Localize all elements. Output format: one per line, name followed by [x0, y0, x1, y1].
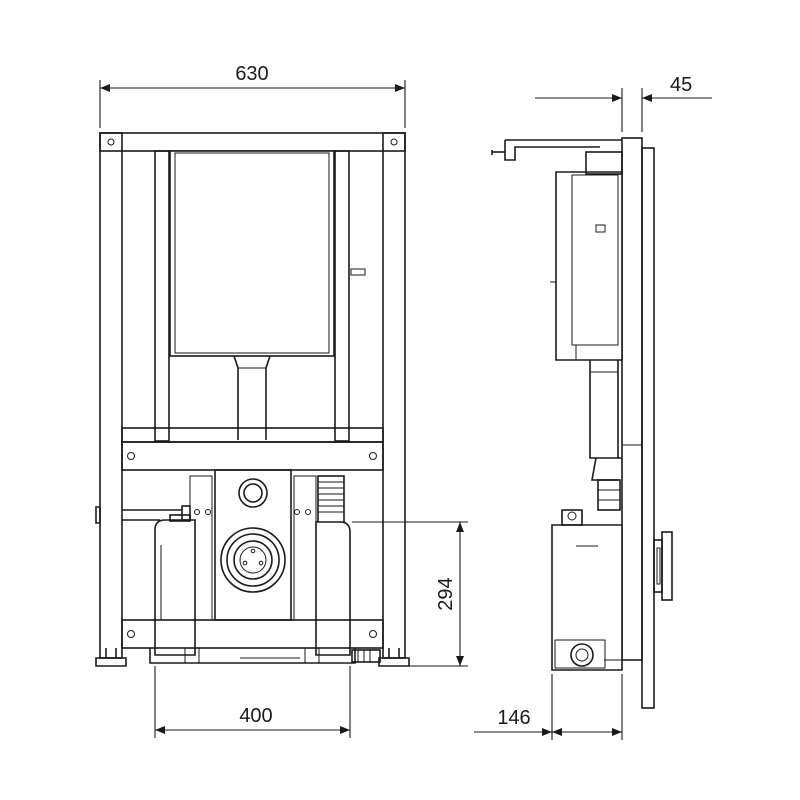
- dim-label-294: 294: [435, 577, 457, 610]
- pump-housing-left: [154, 519, 196, 656]
- pan-connector-ring: [220, 527, 286, 593]
- dimension-400: 400: [154, 666, 351, 738]
- dim-label-45: 45: [670, 74, 692, 96]
- inner-strut-left: [154, 150, 170, 442]
- flush-pipe-side: [589, 360, 622, 459]
- dimension-294: 294: [352, 521, 468, 667]
- dim-label-630: 630: [235, 63, 268, 85]
- inner-strut-right: [334, 150, 350, 442]
- bracket-plate: [214, 469, 292, 621]
- cistern-side: [555, 171, 623, 361]
- wall-plate: [641, 147, 655, 709]
- side-view: [491, 137, 673, 709]
- dimension-630: 630: [99, 63, 406, 128]
- pump-side: [551, 524, 623, 671]
- cistern-lever: [350, 268, 366, 276]
- bottom-cross-rail: [121, 619, 384, 649]
- corrugated-inlet: [317, 475, 345, 525]
- pump-housing-right: [315, 521, 351, 656]
- dim-label-146: 146: [497, 707, 530, 729]
- front-view: [95, 132, 410, 667]
- left-pipe-stub: [95, 506, 182, 524]
- frame-profile: [621, 137, 643, 661]
- waste-outlet-small: [238, 478, 268, 508]
- left-frame-post: [99, 132, 123, 659]
- dimension-45: 45: [535, 74, 712, 132]
- pump-outlet-side: [570, 643, 594, 667]
- top-rail: [99, 132, 406, 152]
- right-frame-post: [382, 132, 406, 659]
- dim-label-400: 400: [239, 705, 272, 727]
- top-wall-bracket: [504, 139, 622, 161]
- dimension-146: 146: [474, 674, 623, 740]
- pump-base: [149, 648, 356, 664]
- middle-cross-rail: [121, 441, 384, 471]
- cistern-tank: [169, 150, 335, 357]
- wall-connector: [653, 531, 673, 601]
